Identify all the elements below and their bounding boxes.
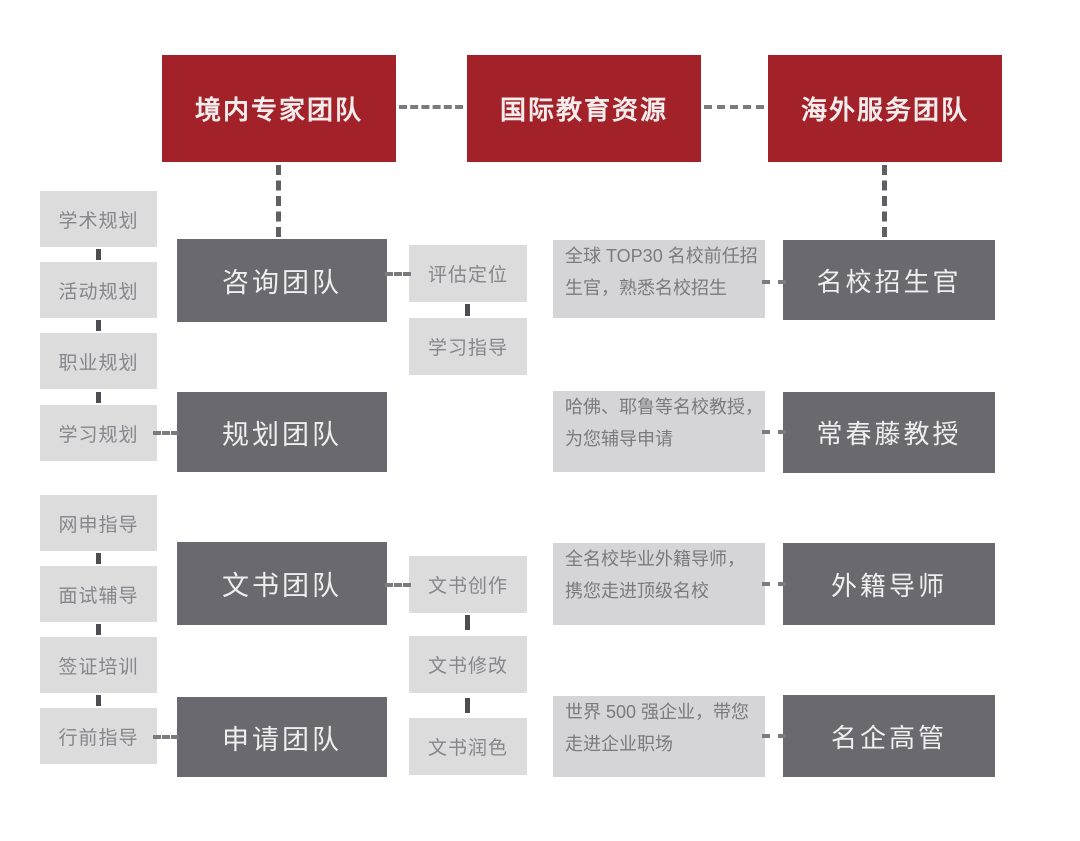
desc-line: 世界 500 强企业，带您 (565, 702, 750, 722)
node-ivy-league-professor: 常春藤教授 (783, 392, 995, 473)
connector-consulting-to-assessment (385, 272, 411, 276)
desc-line: 生官，熟悉名校招生 (565, 278, 727, 299)
connector-career-to-study (96, 392, 101, 403)
connector-academic-to-activity (96, 249, 101, 260)
node-planning-team: 规划团队 (177, 392, 387, 472)
node-academic-planning: 学术规划 (40, 191, 157, 247)
desc-line: 走进企业职场 (565, 734, 673, 755)
node-overseas-service-team: 海外服务团队 (768, 55, 1002, 162)
node-essay-creation: 文书创作 (409, 556, 527, 613)
node-top-company-executive: 名企高管 (783, 695, 995, 777)
connector-documentteam-to-creation (385, 583, 411, 587)
connector-activity-to-career (96, 320, 101, 331)
desc-fortune500-executives: 世界 500 强企业，带您 走进企业职场 (553, 696, 765, 777)
connector-visa-to-predeparture (96, 695, 101, 706)
desc-line: 为您辅导申请 (565, 429, 673, 450)
connector-assessment-to-guidance (465, 304, 470, 316)
node-consulting-team: 咨询团队 (177, 239, 387, 322)
desc-line: 全名校毕业外籍导师， (565, 549, 745, 569)
connector-studyplanning-to-planningteam (153, 431, 179, 435)
node-application-team: 申请团队 (177, 697, 387, 777)
desc-admission-officers: 全球 TOP30 名校前任招 生官，熟悉名校招生 (553, 240, 765, 318)
node-domestic-expert-team: 境内专家团队 (162, 55, 396, 162)
connector-desc4-to-executive (762, 734, 786, 738)
node-interview-coaching: 面试辅导 (40, 566, 157, 622)
connector-desc2-to-professor (762, 430, 786, 434)
node-document-team: 文书团队 (177, 542, 387, 625)
node-essay-revision: 文书修改 (409, 636, 527, 693)
node-international-education-resources: 国际教育资源 (467, 55, 701, 162)
connector-desc1-to-admission-officer (762, 280, 786, 284)
desc-ivy-professors: 哈佛、耶鲁等名校教授， 为您辅导申请 (553, 391, 765, 472)
connector-creation-to-revision (465, 615, 470, 630)
node-foreign-mentor: 外籍导师 (783, 543, 995, 625)
desc-line: 全球 TOP30 名校前任招 (565, 246, 758, 266)
connector-overseas-to-admission-officer (882, 165, 887, 237)
node-activity-planning: 活动规划 (40, 262, 157, 318)
connector-predeparture-to-applicationteam (153, 735, 179, 739)
node-pre-departure-guidance: 行前指导 (40, 708, 157, 764)
node-study-guidance: 学习指导 (409, 318, 527, 375)
connector-desc3-to-mentor (762, 582, 786, 586)
node-visa-training: 签证培训 (40, 637, 157, 693)
connector-interview-to-visa (96, 624, 101, 635)
desc-foreign-mentors: 全名校毕业外籍导师， 携您走进顶级名校 (553, 543, 765, 625)
connector-online-to-interview (96, 553, 101, 564)
node-famous-school-admission-officer: 名校招生官 (783, 240, 995, 320)
node-essay-polishing: 文书润色 (409, 718, 527, 775)
node-study-planning: 学习规划 (40, 405, 157, 461)
connector-domestic-to-consulting (276, 165, 281, 237)
connector-international-to-overseas (704, 105, 764, 109)
node-assessment-positioning: 评估定位 (409, 245, 527, 302)
node-online-application-guidance: 网申指导 (40, 495, 157, 551)
node-career-planning: 职业规划 (40, 333, 157, 389)
desc-line: 携您走进顶级名校 (565, 581, 709, 602)
connector-revision-to-polishing (465, 698, 470, 713)
desc-line: 哈佛、耶鲁等名校教授， (565, 397, 763, 417)
connector-domestic-to-international (399, 105, 463, 109)
